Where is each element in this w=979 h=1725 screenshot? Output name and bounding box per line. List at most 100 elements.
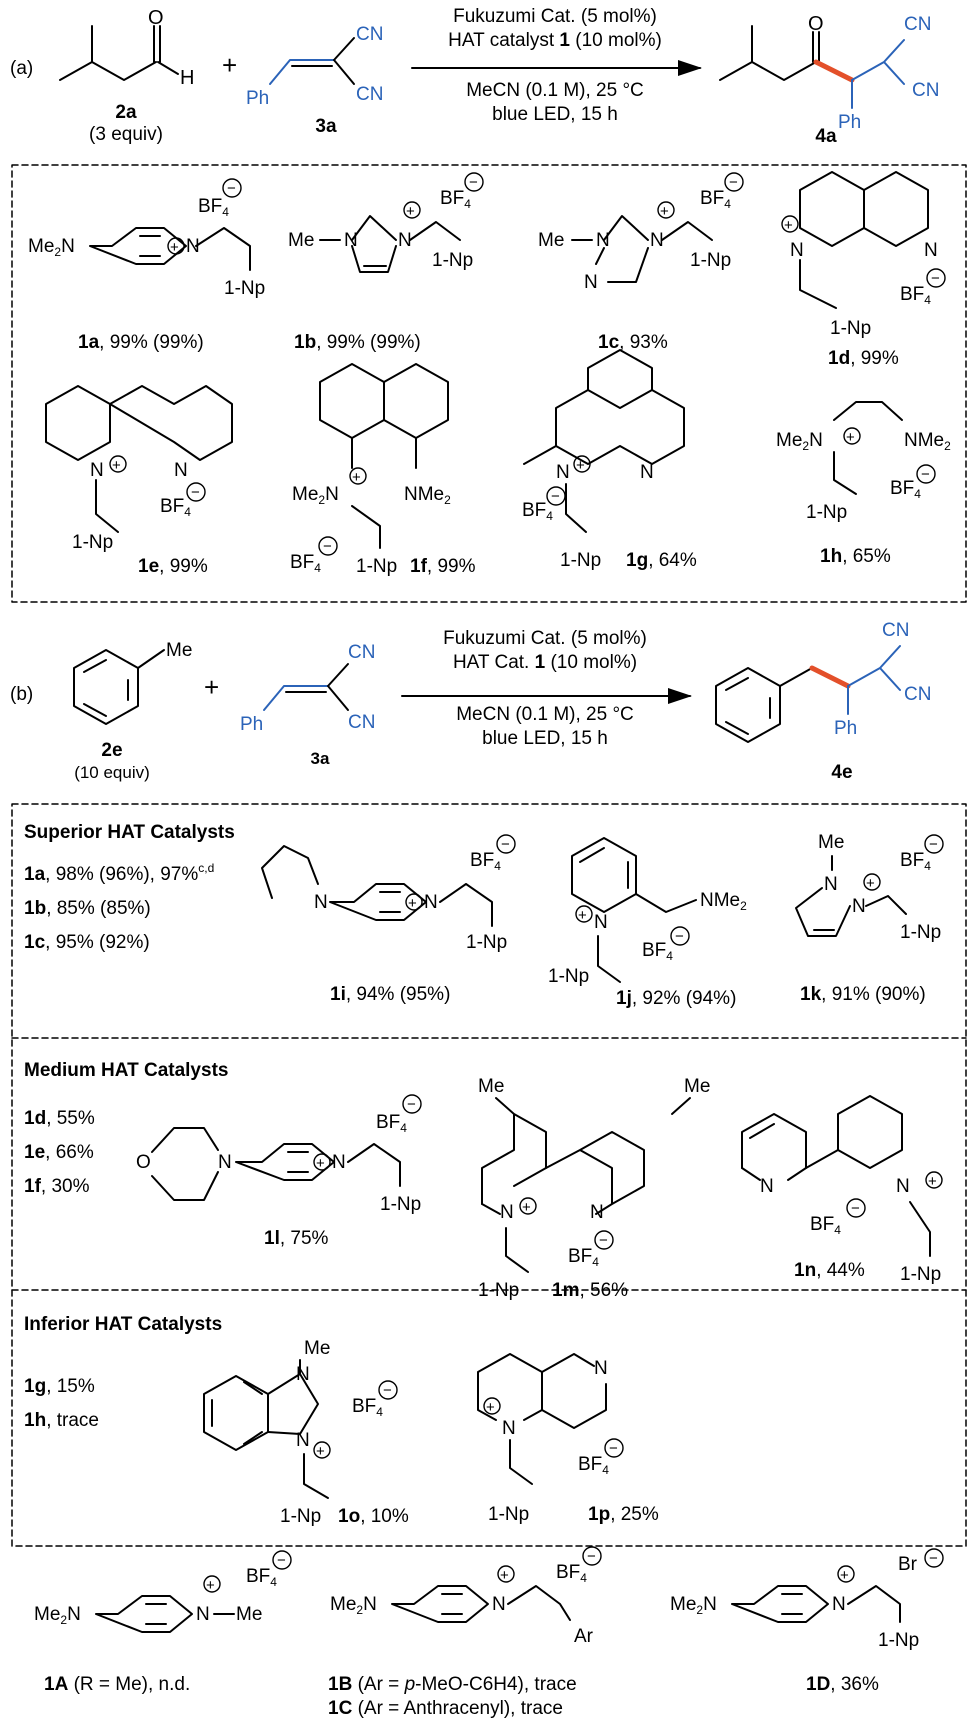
svg-text:Ph: Ph — [838, 112, 861, 133]
svg-text:+: + — [660, 203, 669, 220]
catalyst-structure-1l: O N N + 1-Np BF4 − — [136, 1094, 422, 1215]
svg-text:1-Np: 1-Np — [280, 1506, 321, 1527]
svg-text:−: − — [929, 836, 938, 853]
svg-text:BF4: BF4 — [290, 552, 321, 575]
svg-text:Ar: Ar — [574, 1626, 594, 1647]
svg-text:1-Np: 1-Np — [224, 278, 265, 299]
svg-text:+: + — [316, 1443, 325, 1460]
svg-text:CN: CN — [348, 642, 375, 663]
svg-text:BF4: BF4 — [522, 500, 553, 523]
catalyst-label-1c: 1c, 93% — [598, 332, 668, 353]
svg-text:N: N — [594, 912, 608, 933]
svg-text:NMe2: NMe2 — [700, 890, 747, 913]
catalyst-label-1i: 1i, 94% (95%) — [330, 984, 450, 1005]
svg-text:−: − — [277, 1552, 286, 1569]
catalyst-structure-1g: N N + BF4 − 1-Np — [522, 349, 685, 571]
catalyst-box-a — [11, 164, 967, 603]
svg-text:−: − — [227, 180, 236, 197]
svg-text:CN: CN — [904, 14, 931, 35]
conditions-b-line4: blue LED, 15 h — [482, 728, 608, 749]
conditions-a-line1: Fukuzumi Cat. (5 mol%) — [453, 6, 657, 27]
svg-text:N: N — [590, 1202, 604, 1223]
catalyst-structure-1o: Me N N + 1-Np BF4 − — [203, 1338, 398, 1527]
svg-text:Me2N: Me2N — [330, 1594, 377, 1617]
svg-text:O: O — [136, 1152, 151, 1173]
reactant-3a-b: Ph CN CN — [240, 642, 375, 735]
svg-text:BF4: BF4 — [642, 940, 673, 963]
catalyst-structure-1f: Me2N + NMe2 BF4 − 1-Np — [290, 363, 451, 577]
svg-text:CN: CN — [904, 684, 931, 705]
svg-text:+: + — [352, 469, 361, 486]
catalyst-structure-1D: Me2N N + 1-Np Br − — [670, 1548, 944, 1651]
equiv-2e: (10 equiv) — [74, 763, 150, 782]
catalyst-label-1l: 1l, 75% — [264, 1228, 329, 1249]
catalyst-structure-1j: N + NMe2 1-Np BF4 − — [548, 837, 747, 987]
svg-text:+: + — [170, 239, 179, 256]
catalyst-label-1f: 1f, 99% — [410, 556, 476, 577]
svg-text:+: + — [112, 457, 121, 474]
svg-text:BF4: BF4 — [160, 496, 191, 519]
svg-text:N: N — [640, 462, 654, 483]
catalyst-label-1k: 1k, 91% (90%) — [800, 984, 926, 1005]
svg-text:+: + — [316, 1155, 325, 1172]
svg-text:+: + — [578, 907, 587, 924]
medium-result-1e: 1e, 66% — [24, 1142, 94, 1163]
svg-text:Ph: Ph — [246, 88, 269, 109]
svg-text:N: N — [824, 874, 838, 895]
svg-text:Me: Me — [818, 832, 844, 853]
catalyst-structure-1k: Me N N + 1-Np BF4 − — [795, 832, 944, 943]
catalyst-label-1D: 1D, 36% — [806, 1674, 879, 1695]
svg-text:Me: Me — [166, 640, 192, 661]
svg-text:+: + — [928, 1173, 937, 1190]
svg-text:NMe2: NMe2 — [404, 484, 451, 507]
reactant-3a: Ph CN CN — [246, 24, 383, 109]
svg-text:BF4: BF4 — [568, 1246, 599, 1269]
svg-text:1-Np: 1-Np — [830, 318, 871, 339]
svg-text:BF4: BF4 — [352, 1396, 383, 1419]
svg-text:BF4: BF4 — [376, 1112, 407, 1135]
svg-text:N: N — [556, 462, 570, 483]
svg-text:N: N — [314, 892, 328, 913]
svg-text:BF4: BF4 — [900, 284, 931, 307]
svg-text:+: + — [784, 217, 793, 234]
catalyst-label-1A: 1A (R = Me), n.d. — [44, 1674, 190, 1695]
svg-text:Me: Me — [684, 1076, 710, 1097]
superior-result-1b: 1b, 85% (85%) — [24, 898, 151, 919]
svg-text:−: − — [931, 270, 940, 287]
svg-text:N: N — [492, 1594, 506, 1615]
catalyst-label-1n: 1n, 44% — [794, 1260, 865, 1281]
svg-text:BF4: BF4 — [440, 188, 471, 211]
inferior-result-1h: 1h, trace — [24, 1410, 99, 1431]
catalyst-structure-1A: Me2N N + Me BF4 − — [34, 1550, 292, 1633]
svg-text:Me2N: Me2N — [28, 236, 75, 259]
catalyst-label-1d: 1d, 99% — [828, 348, 899, 369]
svg-text:CN: CN — [356, 24, 383, 45]
svg-text:Br: Br — [898, 1554, 918, 1575]
medium-result-1d: 1d, 55% — [24, 1108, 95, 1129]
svg-text:CN: CN — [348, 712, 375, 733]
svg-text:Me: Me — [478, 1076, 504, 1097]
catalyst-box-b — [11, 803, 967, 1547]
svg-text:N: N — [502, 1418, 516, 1439]
svg-text:−: − — [929, 1550, 938, 1567]
catalyst-structure-1B-1C: Me2N N + Ar BF4 − — [330, 1546, 602, 1647]
conditions-a-line3: MeCN (0.1 M), 25 °C — [466, 80, 644, 101]
svg-text:1-Np: 1-Np — [466, 932, 507, 953]
svg-text:CN: CN — [882, 620, 909, 641]
superior-title: Superior HAT Catalysts — [24, 822, 235, 843]
catalyst-structure-1c: Me N N N + 1-Np BF4 − — [538, 172, 744, 293]
catalyst-label-1o: 1o, 10% — [338, 1506, 409, 1527]
svg-text:Me: Me — [304, 1338, 330, 1359]
svg-text:N: N — [596, 230, 610, 251]
plus-sign-a: + — [222, 50, 237, 80]
svg-text:N: N — [500, 1202, 514, 1223]
medium-title: Medium HAT Catalysts — [24, 1060, 228, 1081]
svg-text:N: N — [344, 230, 358, 251]
catalyst-label-1h: 1h, 65% — [820, 546, 891, 567]
svg-text:N: N — [790, 240, 804, 261]
svg-text:+: + — [406, 203, 415, 220]
svg-text:O: O — [148, 7, 164, 29]
svg-text:−: − — [599, 1232, 608, 1249]
svg-text:1-Np: 1-Np — [432, 250, 473, 271]
svg-text:−: − — [407, 1096, 416, 1113]
